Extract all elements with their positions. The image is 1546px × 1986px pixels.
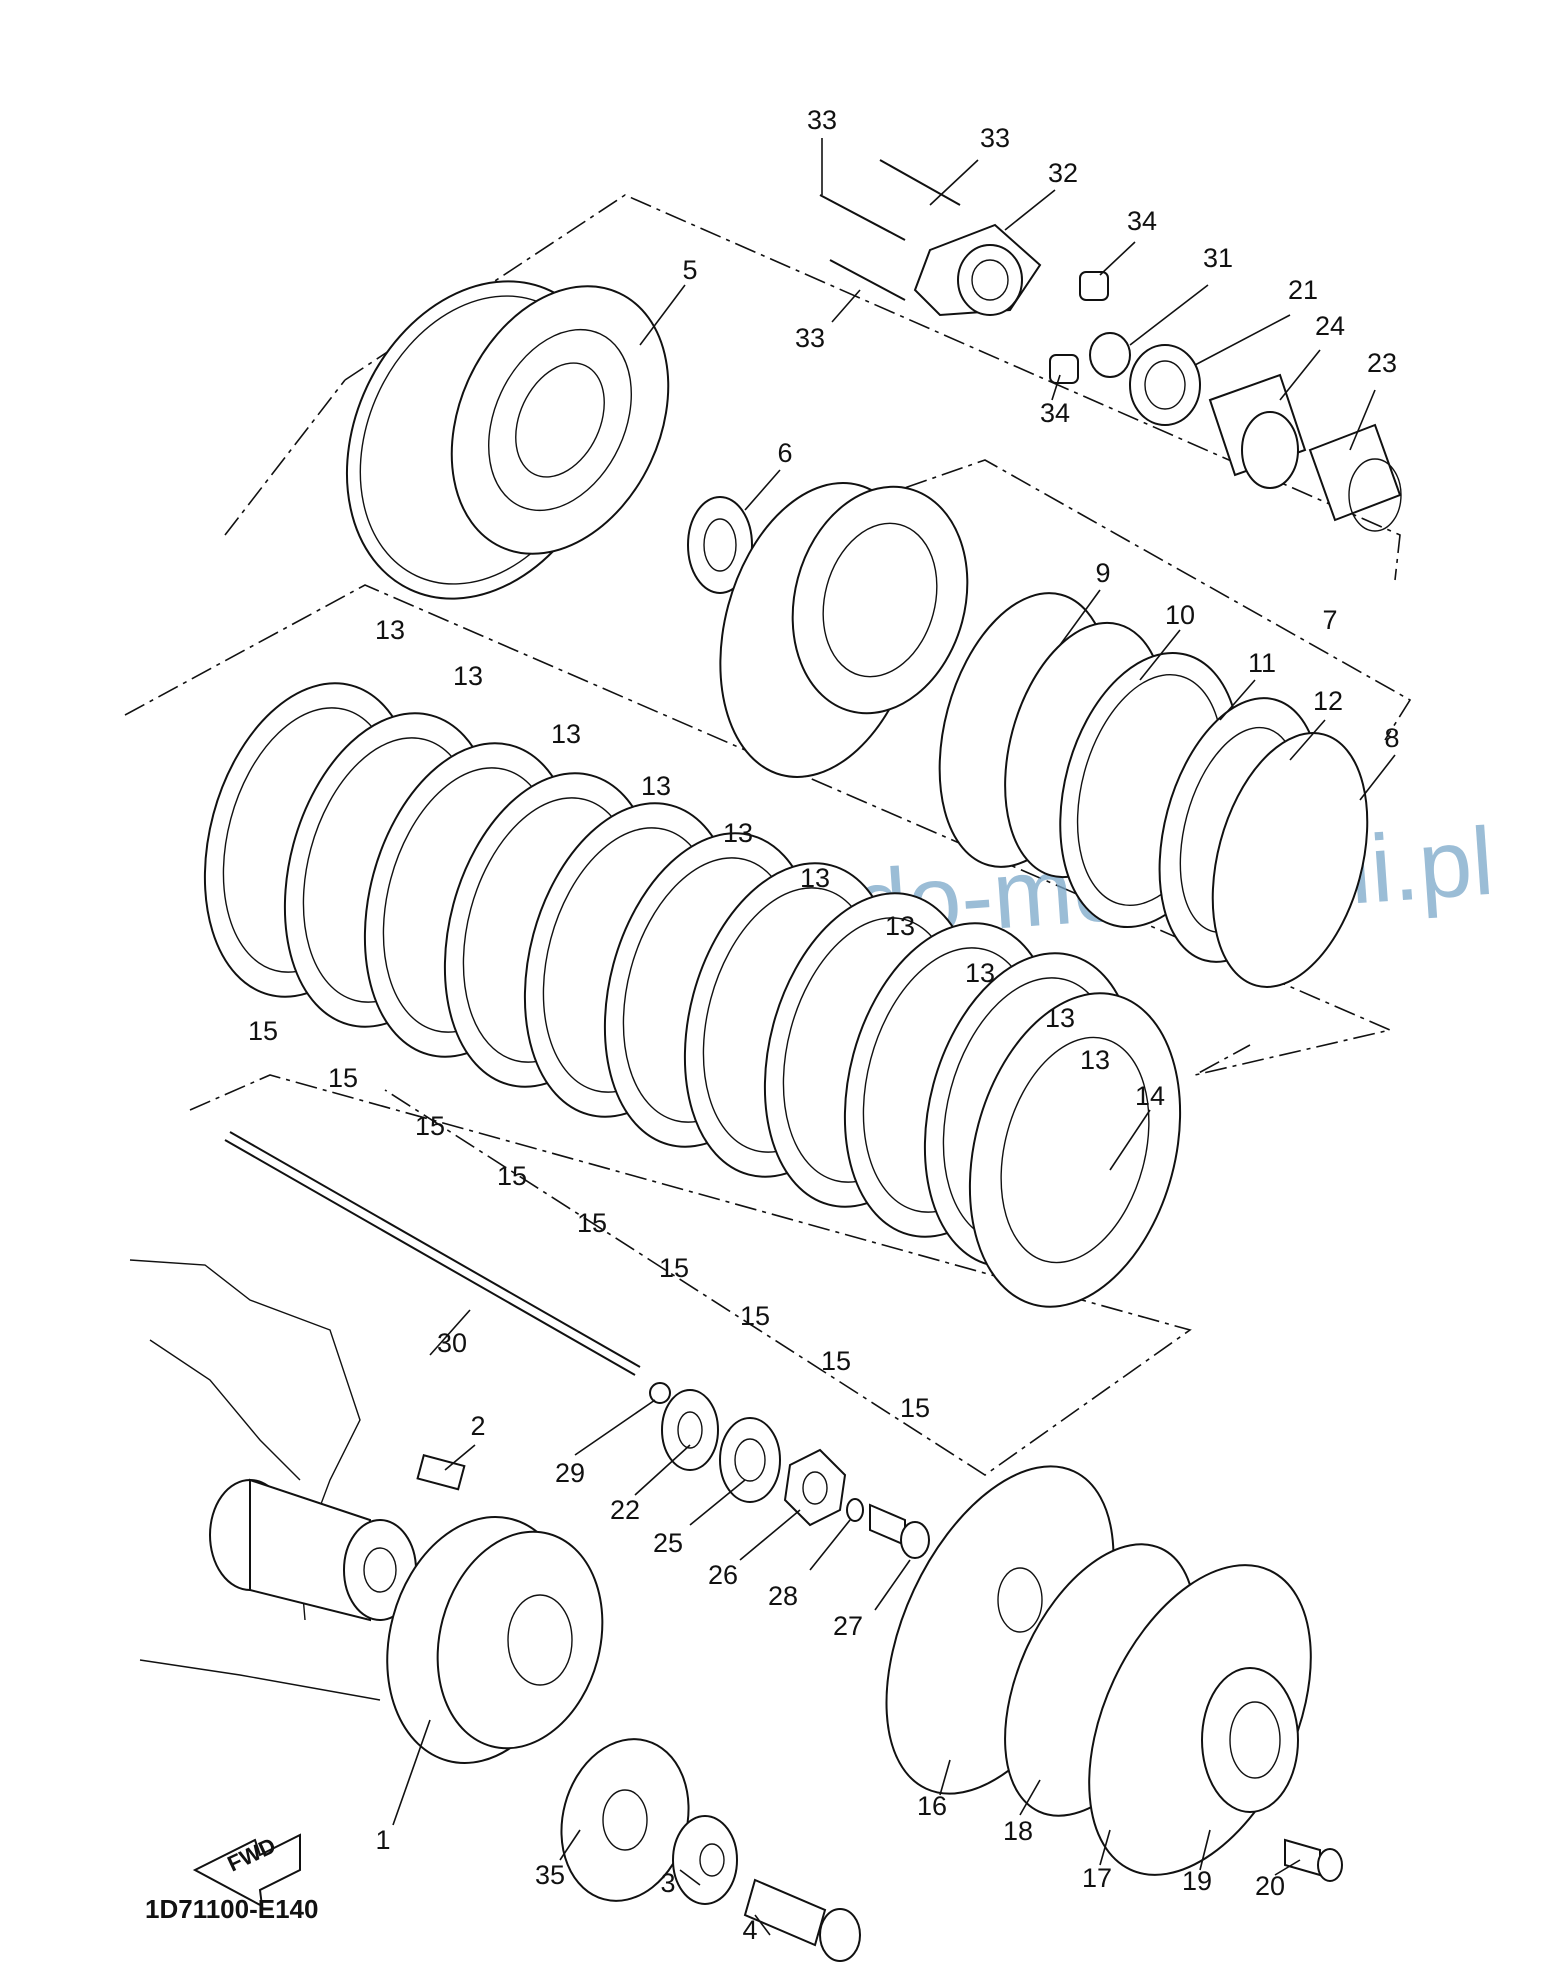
- pressure-plate-part: [885, 1465, 1343, 1882]
- washer-and-bolt-part: [672, 1815, 861, 1962]
- callout-14: 14: [1135, 1081, 1165, 1111]
- callout-23: 23: [1367, 348, 1397, 378]
- callout-34: 34: [1040, 398, 1070, 428]
- callout-33: 33: [807, 105, 837, 135]
- hub-hardware-part: [661, 1389, 930, 1559]
- callout-15: 15: [577, 1208, 607, 1238]
- callout-13: 13: [800, 863, 830, 893]
- callout-4: 4: [742, 1915, 757, 1945]
- primary-drive-gear-part: [209, 1478, 604, 1764]
- callout-13: 13: [885, 911, 915, 941]
- callout-13: 13: [453, 661, 483, 691]
- callout-15: 15: [328, 1063, 358, 1093]
- callout-6: 6: [777, 438, 792, 468]
- callout-1: 1: [375, 1825, 390, 1855]
- push-rod-part: [224, 1131, 671, 1404]
- callout-21: 21: [1288, 275, 1318, 305]
- callout-20: 20: [1255, 1871, 1285, 1901]
- collar-and-bearing-part: [1208, 373, 1402, 532]
- callout-13: 13: [641, 771, 671, 801]
- callout-35: 35: [535, 1860, 565, 1890]
- callout-24: 24: [1315, 311, 1345, 341]
- callout-22: 22: [610, 1495, 640, 1525]
- callout-27: 27: [833, 1611, 863, 1641]
- callout-15: 15: [659, 1253, 689, 1283]
- thrust-washer-part: [687, 496, 753, 594]
- callout-7: 7: [1322, 605, 1337, 635]
- clutch-housing-part: [345, 280, 670, 600]
- callout-15: 15: [821, 1346, 851, 1376]
- callout-2: 2: [470, 1411, 485, 1441]
- callout-19: 19: [1182, 1866, 1212, 1896]
- callout-11: 11: [1248, 648, 1276, 678]
- callout-34: 34: [1127, 206, 1157, 236]
- release-lever-part: [819, 159, 1201, 426]
- callout-9: 9: [1095, 558, 1110, 588]
- callout-13: 13: [965, 958, 995, 988]
- callout-31: 31: [1203, 243, 1233, 273]
- callout-13: 13: [723, 818, 753, 848]
- callout-17: 17: [1082, 1863, 1112, 1893]
- callout-26: 26: [708, 1560, 738, 1590]
- leader-lines: [392, 138, 1396, 1936]
- diagram-code-label: 1D71100-E140: [145, 1894, 318, 1924]
- callout-25: 25: [653, 1528, 683, 1558]
- friction-plate-stack-part: [203, 682, 1182, 1308]
- callout-5: 5: [682, 255, 697, 285]
- clutch-boss-part: [719, 482, 969, 778]
- damper-plates-part: [938, 592, 1369, 988]
- callout-15: 15: [740, 1301, 770, 1331]
- part-callouts: 33 33 32 34 31 21 24 23 33 34 5 6 9 10 7…: [248, 105, 1400, 1945]
- callout-13: 13: [375, 615, 405, 645]
- callout-18: 18: [1003, 1816, 1033, 1846]
- callout-15: 15: [248, 1016, 278, 1046]
- callout-15: 15: [415, 1111, 445, 1141]
- callout-33: 33: [795, 323, 825, 353]
- callout-12: 12: [1313, 686, 1343, 716]
- callout-29: 29: [555, 1458, 585, 1488]
- callout-3: 3: [660, 1868, 675, 1898]
- callout-28: 28: [768, 1581, 798, 1611]
- callout-15: 15: [497, 1161, 527, 1191]
- callout-33: 33: [980, 123, 1010, 153]
- callout-16: 16: [917, 1791, 947, 1821]
- callout-32: 32: [1048, 158, 1078, 188]
- callout-13: 13: [1080, 1045, 1110, 1075]
- callout-10: 10: [1165, 600, 1195, 630]
- callout-30: 30: [437, 1328, 467, 1358]
- callout-13: 13: [1045, 1003, 1075, 1033]
- callout-15: 15: [900, 1393, 930, 1423]
- callout-8: 8: [1384, 723, 1399, 753]
- callout-13: 13: [551, 719, 581, 749]
